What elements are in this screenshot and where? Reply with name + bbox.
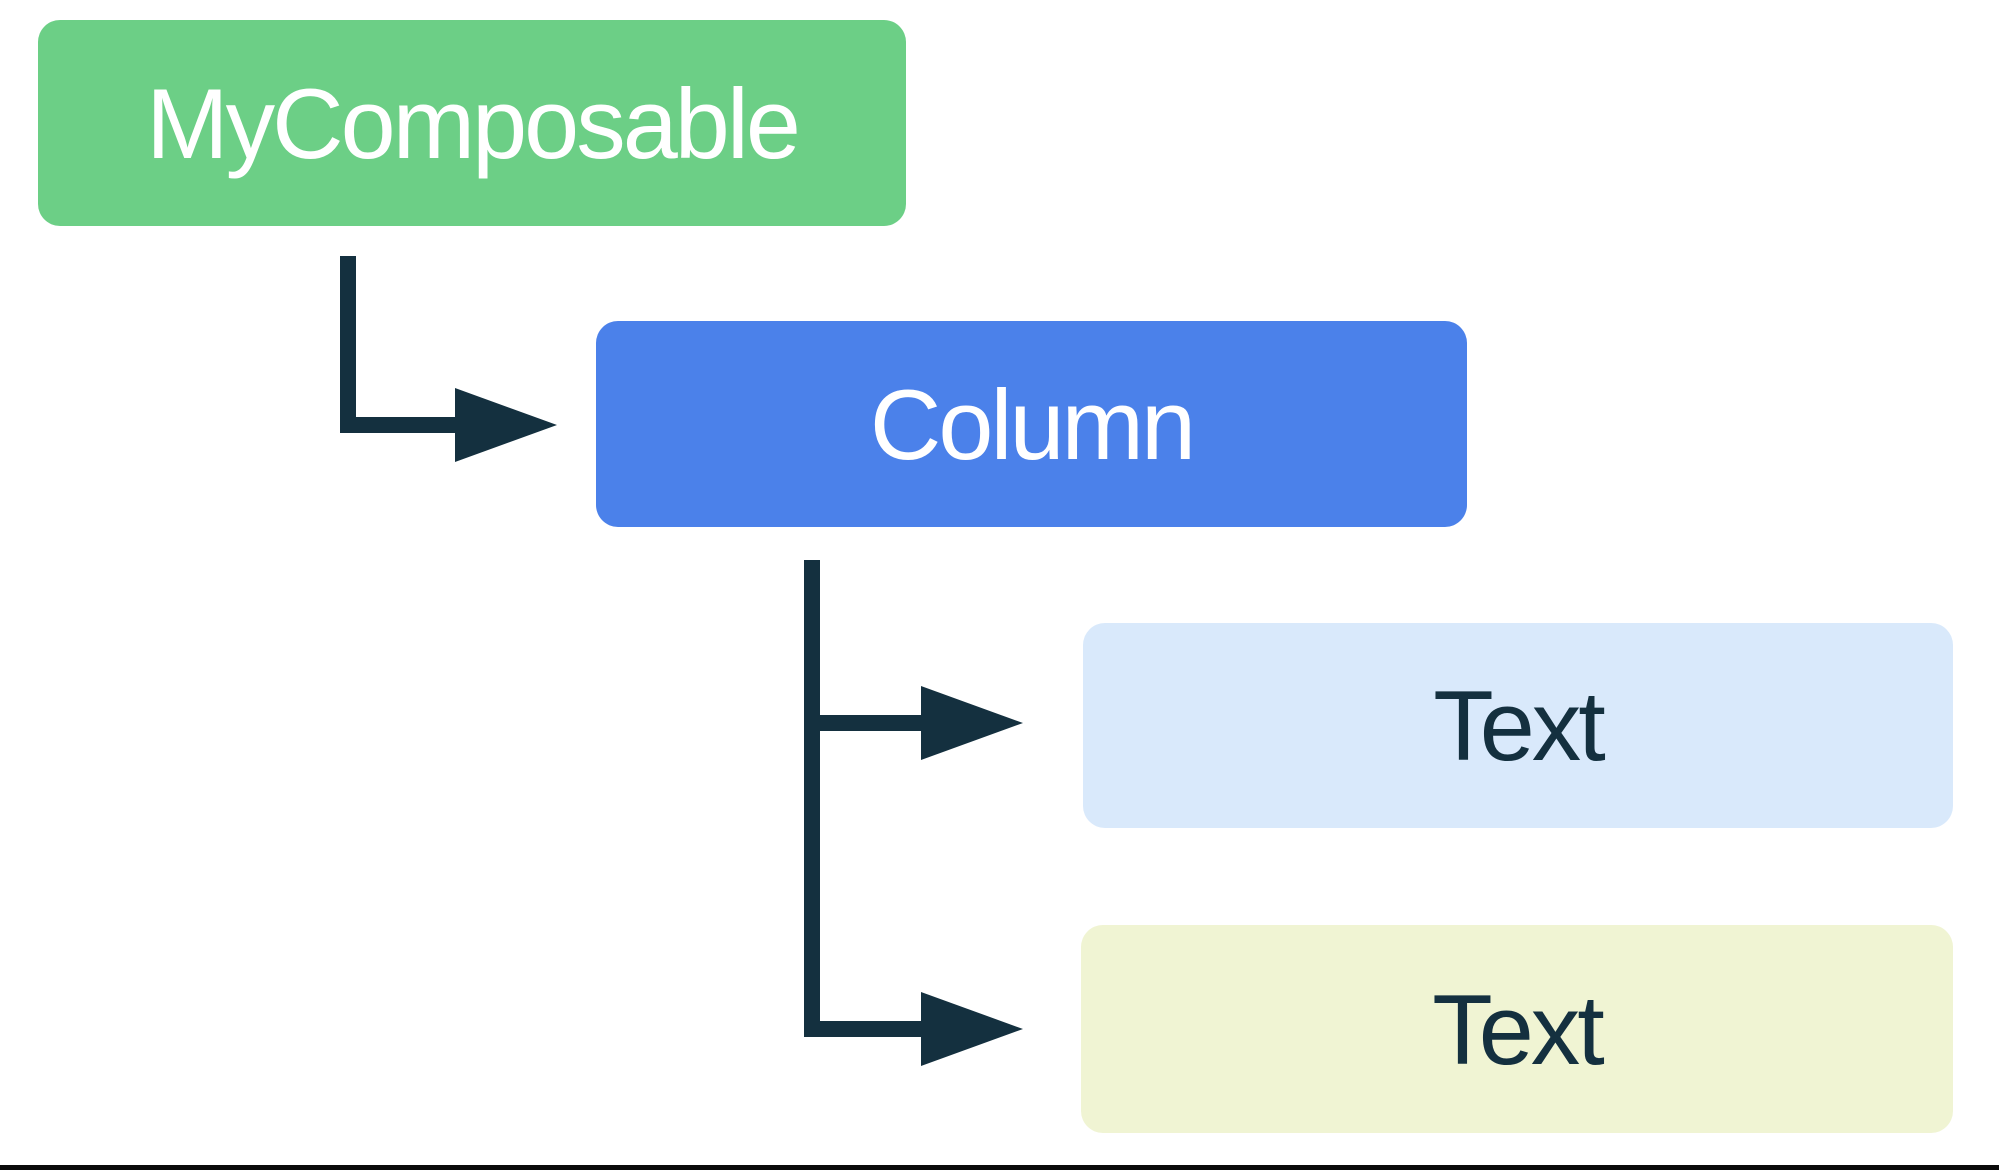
node-text-2-label: Text: [1432, 973, 1605, 1085]
node-column-label: Column: [869, 368, 1196, 480]
node-text-2: Text: [1081, 925, 1953, 1133]
edge-2-vertical-line: [804, 560, 820, 1037]
edge-1-arrowhead-right-icon: [455, 388, 557, 462]
node-text-1-label: Text: [1433, 670, 1606, 781]
node-mycomposable-label: MyComposable: [146, 67, 801, 179]
edge-1-horizontal-line: [340, 417, 456, 433]
node-column: Column: [596, 321, 1467, 527]
edge-3-arrowhead-right-icon: [921, 992, 1023, 1066]
bottom-border-rule: [0, 1165, 1999, 1170]
edge-2-horizontal-line: [804, 715, 922, 731]
edge-1-vertical-line: [340, 256, 356, 433]
node-text-1: Text: [1083, 623, 1953, 828]
edge-2-arrowhead-right-icon: [921, 686, 1023, 760]
edge-3-horizontal-line: [804, 1021, 922, 1037]
node-mycomposable: MyComposable: [38, 20, 906, 226]
